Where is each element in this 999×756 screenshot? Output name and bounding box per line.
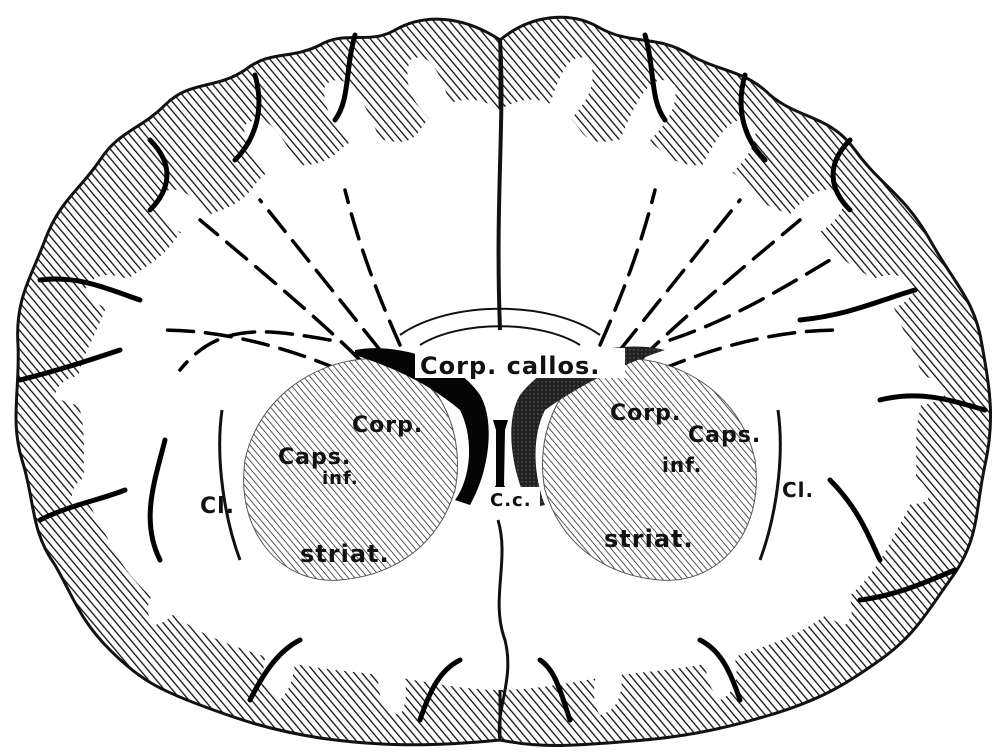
label-inf-left: inf. <box>322 468 359 489</box>
label-corp-callos: Corp. callos. <box>420 352 600 380</box>
label-c-c: C.c. <box>490 490 532 511</box>
label-caps-left: Caps. <box>278 445 351 470</box>
label-corp-right: Corp. <box>610 401 681 426</box>
label-inf-right: inf. <box>662 453 702 477</box>
label-cl-right: Cl. <box>782 478 814 502</box>
label-striat-right: striat. <box>604 525 694 553</box>
label-cl-left: Cl. <box>200 494 235 519</box>
label-caps-right: Caps. <box>688 423 761 448</box>
label-corp-left: Corp. <box>352 413 423 438</box>
label-striat-left: striat. <box>300 540 390 568</box>
